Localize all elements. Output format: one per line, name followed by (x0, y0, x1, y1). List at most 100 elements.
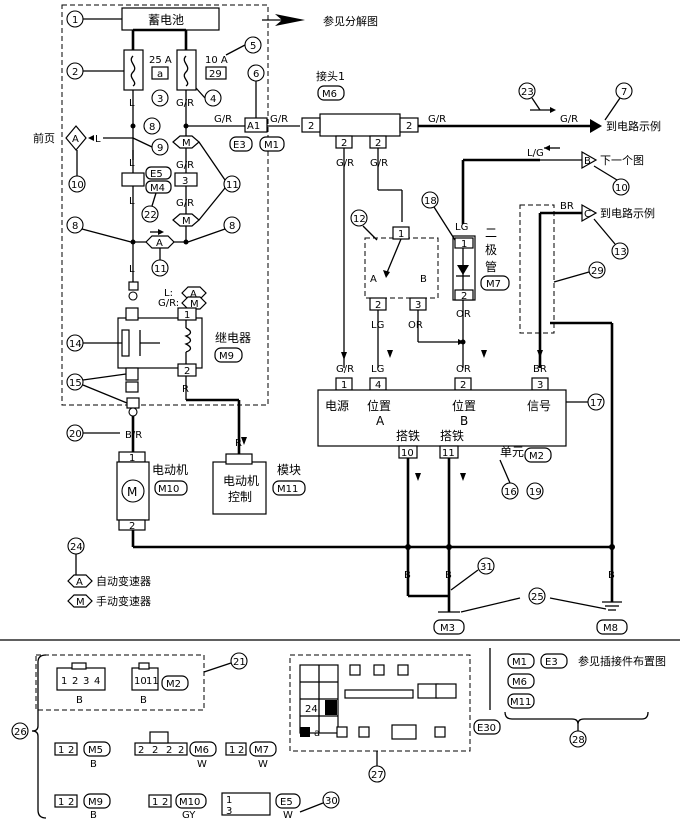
callout-8b: 8 (66, 216, 132, 243)
svg-text:OR: OR (456, 309, 471, 320)
svg-text:M2: M2 (529, 451, 544, 462)
callout-14: 14 (66, 334, 122, 352)
svg-text:10 A: 10 A (205, 55, 228, 66)
svg-text:2: 2 (68, 797, 74, 808)
svg-text:A: A (376, 414, 385, 428)
svg-text:3: 3 (226, 806, 232, 817)
svg-text:2: 2 (162, 797, 168, 808)
svg-text:28: 28 (572, 735, 585, 746)
see-exploded-label: 参见分解图 (323, 14, 378, 28)
callout-31: 31 (450, 557, 495, 591)
callout-9: 9 (132, 137, 169, 156)
svg-text:18: 18 (424, 196, 437, 207)
svg-text:M6: M6 (194, 745, 209, 756)
svg-text:24: 24 (70, 542, 83, 553)
svg-text:B: B (584, 156, 591, 167)
svg-text:M10: M10 (179, 797, 200, 808)
svg-text:E3: E3 (233, 140, 246, 151)
svg-text:模块: 模块 (277, 463, 301, 477)
svg-text:M9: M9 (219, 351, 234, 362)
svg-text:10: 10 (134, 676, 147, 687)
svg-text:1: 1 (58, 745, 64, 756)
callout-28: 28 (569, 724, 587, 748)
svg-text:B: B (608, 570, 615, 581)
svg-text:搭铁: 搭铁 (440, 429, 464, 443)
svg-text:B: B (90, 810, 97, 821)
svg-text:a: a (314, 728, 320, 739)
control-unit-body (317, 389, 567, 447)
callout-22: 22 (141, 192, 159, 223)
svg-text:M7: M7 (254, 745, 269, 756)
svg-text:3: 3 (83, 676, 89, 687)
svg-text:26: 26 (14, 727, 27, 738)
callout-17: 17 (566, 393, 605, 411)
to-circuit-example-2: 到电路示例 (600, 206, 655, 220)
svg-text:8: 8 (149, 122, 155, 133)
svg-text:A: A (190, 289, 197, 300)
svg-text:B: B (90, 759, 97, 770)
svg-text:2: 2 (152, 745, 158, 756)
svg-text:A: A (156, 238, 163, 249)
svg-text:3: 3 (537, 380, 543, 391)
callout-15: 15 (66, 373, 128, 404)
svg-text:B: B (460, 414, 468, 428)
svg-text:M: M (127, 485, 137, 499)
svg-text:21: 21 (233, 657, 246, 668)
svg-text:A: A (76, 577, 83, 588)
callout-25: 25 (528, 587, 546, 605)
svg-text:E3: E3 (545, 657, 558, 668)
svg-text:1: 1 (226, 795, 232, 806)
svg-text:M: M (182, 216, 191, 227)
svg-text:2: 2 (308, 121, 314, 132)
fuse-10a (176, 49, 197, 91)
svg-text:4: 4 (375, 380, 381, 391)
svg-text:L: L (129, 264, 135, 275)
svg-text:G/R: G/R (176, 198, 194, 209)
svg-text:参见插接件布置图: 参见插接件布置图 (578, 654, 666, 668)
callout-7: 7 (604, 82, 633, 121)
svg-text:2: 2 (178, 745, 184, 756)
svg-text:2: 2 (375, 300, 381, 311)
callout-11b: 11 (151, 248, 169, 277)
svg-text:15: 15 (69, 378, 82, 389)
svg-text:G/R:: G/R: (158, 298, 179, 309)
callout-6: 6 (247, 64, 265, 118)
svg-text:25: 25 (531, 592, 544, 603)
svg-text:GY: GY (182, 810, 196, 821)
svg-text:11: 11 (146, 676, 159, 687)
svg-text:管: 管 (485, 259, 497, 274)
svg-text:1: 1 (461, 239, 467, 250)
svg-text:OR: OR (456, 364, 471, 375)
svg-text:B: B (445, 570, 452, 581)
callout-8c: 8 (187, 216, 241, 243)
svg-text:2: 2 (460, 380, 466, 391)
svg-text:10: 10 (71, 180, 84, 191)
svg-text:L: L (129, 98, 135, 109)
svg-text:L: L (95, 134, 101, 145)
svg-text:4: 4 (94, 676, 100, 687)
svg-text:M3: M3 (440, 623, 455, 634)
motor-label: 电动机 (152, 463, 188, 477)
svg-text:OR: OR (408, 320, 423, 331)
svg-text:L: L (129, 196, 135, 207)
svg-text:M7: M7 (486, 279, 501, 290)
svg-text:a: a (157, 69, 163, 80)
svg-text:11: 11 (154, 264, 167, 275)
svg-text:控制: 控制 (228, 490, 252, 504)
svg-text:A: A (72, 134, 79, 145)
callout-21: 21 (203, 652, 248, 673)
battery-label: 蓄电池 (148, 13, 184, 27)
battery-fuse-box-outline (61, 4, 269, 406)
svg-text:G/R: G/R (336, 364, 354, 375)
shield-29 (519, 204, 555, 334)
svg-text:3: 3 (182, 176, 188, 187)
svg-text:7: 7 (621, 87, 627, 98)
joint1-label: 接头1 (316, 70, 345, 83)
callout-3: 3 (151, 89, 169, 107)
connector-views-e30 (289, 654, 471, 752)
svg-text:10: 10 (615, 183, 628, 194)
svg-text:G/R: G/R (336, 158, 354, 169)
svg-text:9: 9 (157, 143, 163, 154)
svg-text:G/R: G/R (560, 114, 578, 125)
relay-label: 继电器 (215, 331, 251, 345)
